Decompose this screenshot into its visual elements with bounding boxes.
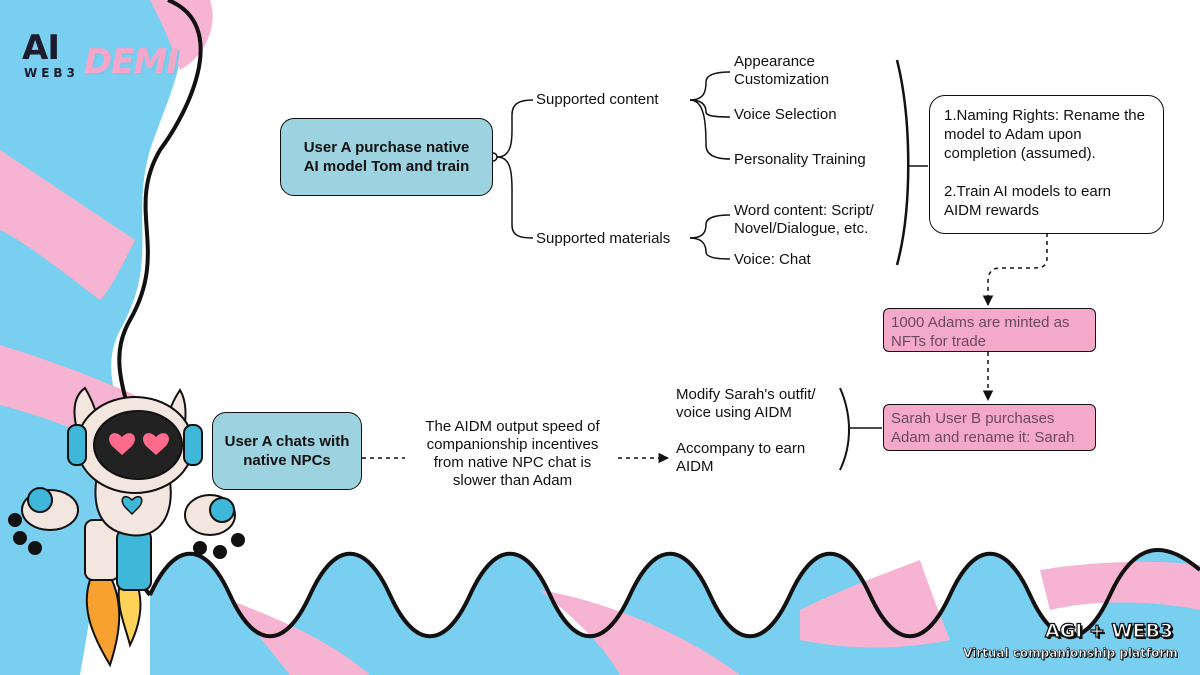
item-voice-selection: Voice Selection: [734, 106, 837, 123]
bottom-pink-swoosh-1: [230, 600, 370, 675]
logo-web3-text: WEB3: [24, 66, 79, 80]
outcome-accompany-earn: Accompany to earn AIDM: [676, 440, 806, 475]
robot-heart-icon: [121, 496, 143, 516]
robot-headphone-right: [183, 424, 203, 466]
chat-node-text: User A chats with native NPCs: [224, 433, 350, 469]
robot-face: [93, 410, 183, 480]
bottom-pink-swoosh-4: [1040, 561, 1200, 610]
purchase-box-text: Sarah User B purchases Adam and rename i…: [891, 410, 1075, 446]
logo-demi-text: DEMI: [84, 42, 179, 82]
branch-supported-content: Supported content: [536, 91, 659, 108]
robot-headphone-left: [67, 424, 87, 466]
flame-left: [85, 579, 121, 668]
outcome-modify-outfit: Modify Sarah's outfit/ voice using AIDM: [676, 386, 816, 421]
item-word-content: Word content: Script/ Novel/Dialogue, et…: [734, 202, 874, 237]
bottom-pink-swoosh-2: [540, 590, 740, 675]
robot-eye-heart-right: [143, 433, 169, 455]
ai-demi-logo: AI DEMI WEB3: [22, 28, 179, 90]
left-pink-stripe-1: [0, 150, 135, 300]
branch-supported-materials: Supported materials: [536, 230, 671, 247]
item-appearance-customization: Appearance Customization: [734, 53, 830, 88]
mint-box: 1000 Adams are minted as NFTs for trade: [883, 308, 1096, 352]
root-node-text: User A purchase native AI model Tom and …: [303, 139, 470, 175]
robot-mascot: [8, 386, 245, 668]
root-node-purchase-tom: User A purchase native AI model Tom and …: [280, 118, 493, 196]
rights-box: 1.Naming Rights: Rename the model to Ada…: [929, 95, 1164, 234]
footer-tagline: Virtual companionship platform: [963, 646, 1178, 661]
purchase-box: Sarah User B purchases Adam and rename i…: [883, 404, 1096, 451]
robot-shoulder-right: [209, 497, 235, 523]
bottom-wavy-edge: [148, 547, 1200, 639]
logo-ai-text: AI: [22, 28, 60, 68]
rights-box-text: 1.Naming Rights: Rename the model to Ada…: [944, 107, 1145, 219]
speed-text: The AIDM output speed of companionship i…: [425, 418, 600, 489]
item-personality-training: Personality Training: [734, 151, 866, 168]
flame-right: [117, 579, 142, 648]
item-voice-chat: Voice: Chat: [734, 251, 811, 268]
mint-box-text: 1000 Adams are minted as NFTs for trade: [891, 314, 1070, 350]
bottom-band: [150, 549, 1200, 675]
chat-node-native-npcs: User A chats with native NPCs: [212, 412, 362, 490]
left-pink-top: [150, 0, 213, 70]
robot-eye-heart-left: [109, 433, 135, 455]
footer-title: AGI + WEB3: [1044, 619, 1174, 642]
robot-shoulder-left: [27, 487, 53, 513]
